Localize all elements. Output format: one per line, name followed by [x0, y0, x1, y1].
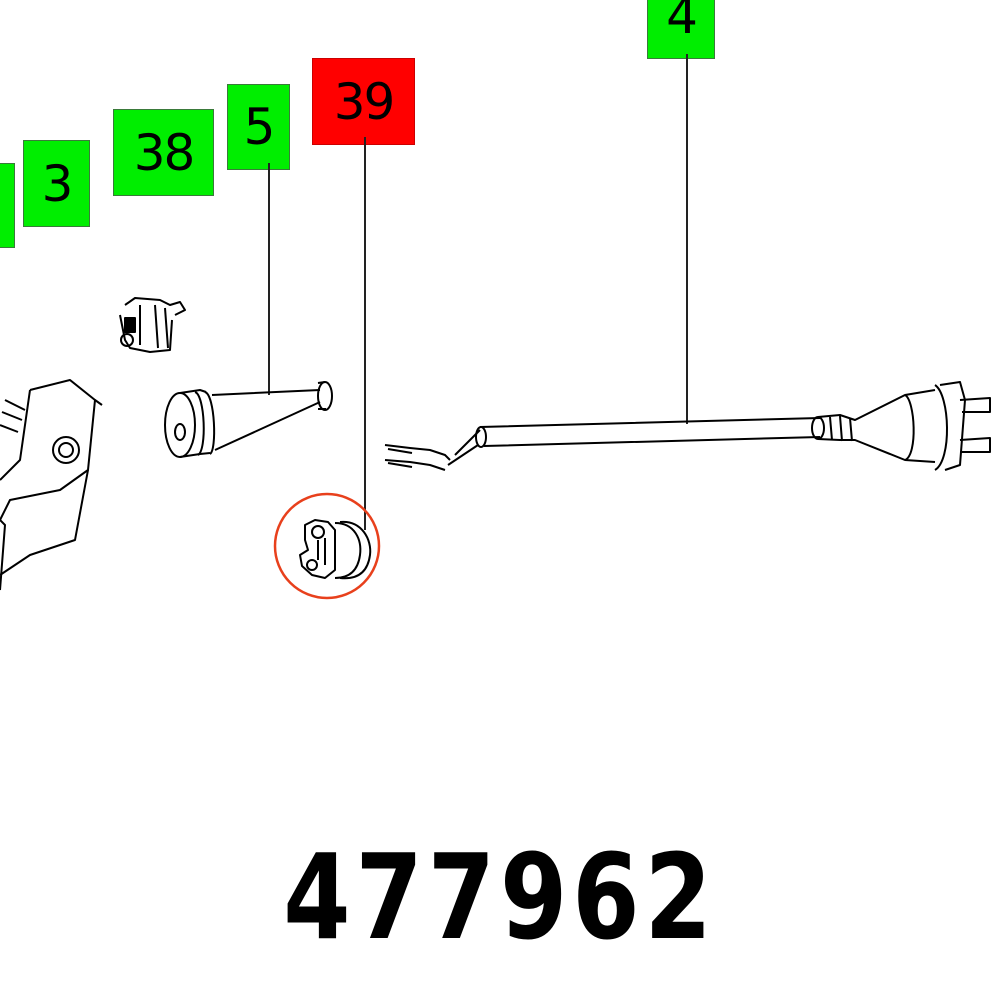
- highlight-circle: [273, 492, 381, 600]
- leader-line-4: [686, 54, 688, 424]
- callout-label-3[interactable]: 3: [23, 140, 90, 227]
- strain-relief-39[interactable]: [299, 519, 372, 580]
- leader-line-5: [268, 163, 270, 395]
- power-cable-4[interactable]: [384, 381, 991, 471]
- part-number: 477962: [283, 828, 717, 966]
- callout-label-38[interactable]: 38: [113, 109, 214, 196]
- callout-label-39[interactable]: 39: [312, 58, 415, 145]
- cable-clamp-38[interactable]: [119, 297, 186, 353]
- callout-label-4[interactable]: 4: [647, 0, 715, 59]
- switch-part[interactable]: [0, 379, 103, 591]
- callout-label-5[interactable]: 5: [227, 84, 290, 170]
- callout-label-partial[interactable]: [0, 163, 15, 248]
- leader-line-39: [364, 137, 366, 530]
- cable-sleeve-5[interactable]: [164, 381, 333, 458]
